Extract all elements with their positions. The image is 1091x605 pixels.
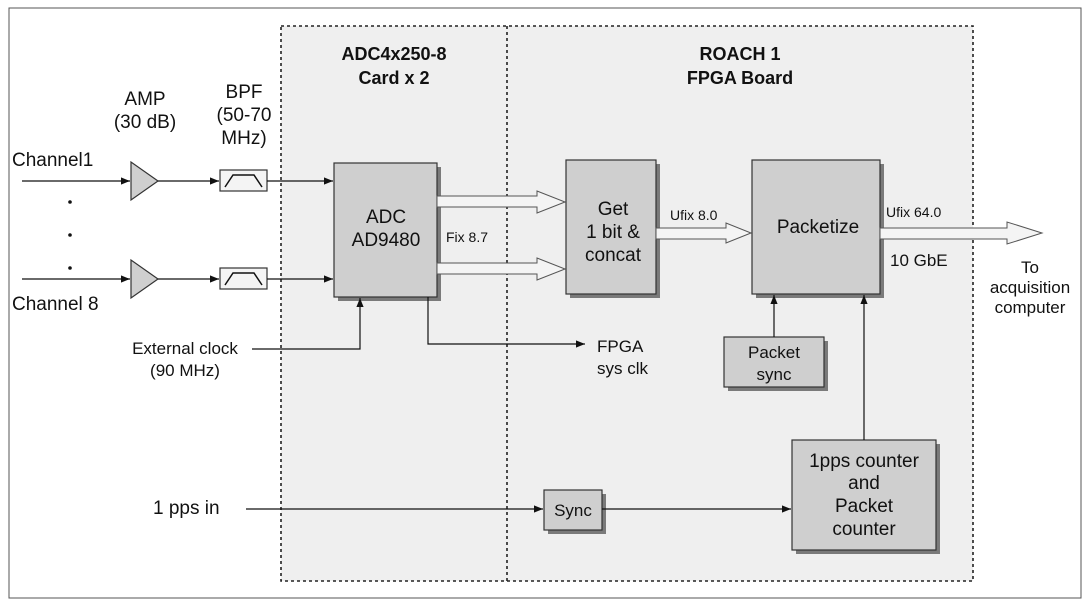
ext-clock-label-line1: External clock xyxy=(132,339,238,358)
sync-block xyxy=(543,489,603,531)
ufix64-label: Ufix 64.0 xyxy=(886,204,941,220)
adc-card-title-line1: ADC4x250-8 xyxy=(341,44,446,64)
counter-label-line2: and xyxy=(848,473,880,494)
fpga-clk-label-line1: FPGA xyxy=(597,337,644,356)
ellipsis-dot xyxy=(68,200,72,204)
dest-label-line3: computer xyxy=(995,298,1066,317)
dest-label-line1: To xyxy=(1021,258,1039,277)
fpga-clk-wire xyxy=(427,297,585,348)
fpga-clk-label-line2: sys clk xyxy=(597,359,649,378)
adc-block xyxy=(333,162,438,298)
bpf1-icon xyxy=(224,174,263,188)
sync-label: Sync xyxy=(554,501,592,520)
adc-to-get-bus-lower xyxy=(436,257,567,281)
dest-label-line2: acquisition xyxy=(990,278,1070,297)
adc-label-line1: ADC xyxy=(366,207,406,228)
ellipsis-dot xyxy=(68,266,72,270)
counter-label-line4: counter xyxy=(832,519,896,540)
get-label-line3: concat xyxy=(585,245,642,266)
ellipsis-dot xyxy=(68,233,72,237)
get-label-line1: Get xyxy=(598,199,629,220)
gbe-label: 10 GbE xyxy=(890,251,948,270)
roach-title-line2: FPGA Board xyxy=(687,68,793,88)
counter-block xyxy=(791,439,937,551)
bpf-label-line2: (50-70 xyxy=(217,105,272,126)
amp1-triangle xyxy=(130,160,160,202)
roach-title-line1: ROACH 1 xyxy=(699,44,780,64)
pps-in-label: 1 pps in xyxy=(153,498,220,519)
adc-to-get-bus-upper xyxy=(436,190,567,214)
adc-label-line2: AD9480 xyxy=(352,230,421,251)
packetize-label: Packetize xyxy=(777,217,859,238)
bpf-label-line1: BPF xyxy=(226,82,263,103)
bpf8-icon xyxy=(224,272,263,286)
packetize-block xyxy=(751,159,881,295)
ufix8-label: Ufix 8.0 xyxy=(670,207,718,223)
get-block xyxy=(565,159,657,295)
output-bus xyxy=(879,221,1044,245)
amp-label-line1: AMP xyxy=(124,89,165,110)
counter-label-line3: Packet xyxy=(835,496,894,517)
get-label-line2: 1 bit & xyxy=(586,222,640,243)
adc-card-title-line2: Card x 2 xyxy=(358,68,429,88)
ext-clock-label-line2: (90 MHz) xyxy=(150,361,220,380)
channel-last-label: Channel 8 xyxy=(12,294,99,315)
packet-sync-block xyxy=(723,336,825,388)
bpf-label-line3: MHz) xyxy=(221,128,266,149)
bpf8-box xyxy=(219,267,268,290)
channel-first-label: Channel1 xyxy=(12,150,93,171)
packet-sync-label-line1: Packet xyxy=(748,343,800,362)
get-to-packetize-bus xyxy=(655,222,753,244)
bpf1-box xyxy=(219,169,268,192)
fix-label: Fix 8.7 xyxy=(446,229,488,245)
amp8-triangle xyxy=(130,258,160,300)
packet-sync-label-line2: sync xyxy=(757,365,792,384)
amp-label-line2: (30 dB) xyxy=(114,112,176,133)
ext-clock-wire xyxy=(252,298,364,350)
counter-label-line1: 1pps counter xyxy=(809,451,920,472)
